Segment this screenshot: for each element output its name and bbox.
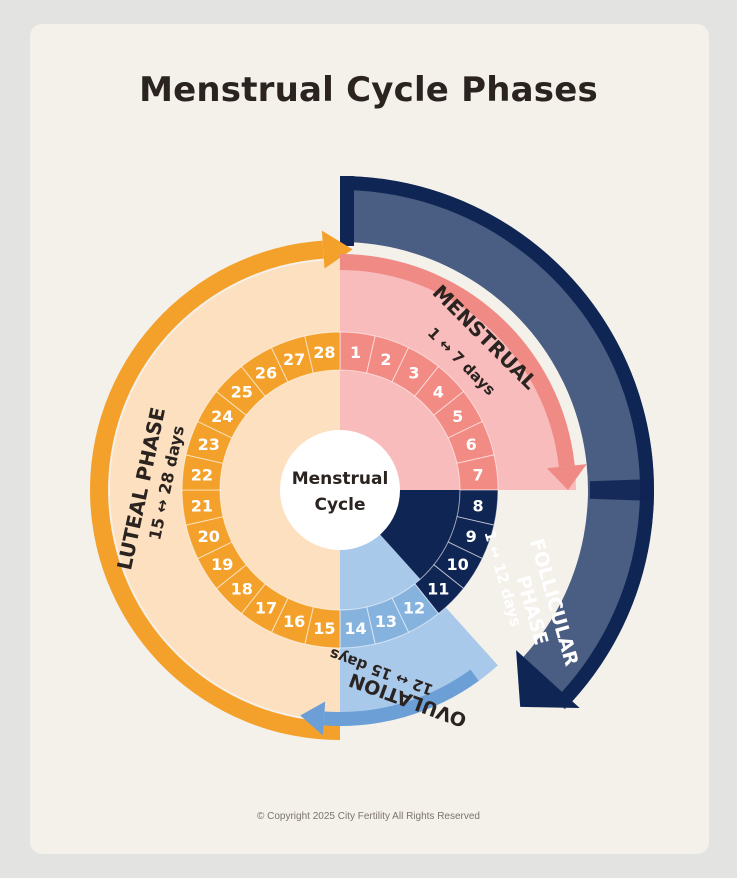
day-label: 7 — [473, 465, 484, 484]
day-label: 20 — [198, 527, 220, 546]
day-label: 12 — [403, 599, 425, 618]
day-label: 19 — [211, 555, 233, 574]
center-label-line-1: Menstrual — [292, 469, 389, 489]
day-label: 2 — [380, 350, 391, 369]
copyright-text: © Copyright 2025 City Fertility All Righ… — [256, 811, 480, 822]
day-label: 11 — [427, 579, 449, 598]
day-label: 15 — [313, 619, 335, 638]
center-circle — [280, 430, 400, 550]
day-label: 10 — [447, 555, 469, 574]
day-label: 23 — [198, 435, 220, 454]
day-label: 14 — [344, 619, 366, 638]
day-segment — [304, 331, 341, 374]
day-label: 27 — [283, 350, 305, 369]
day-label: 13 — [375, 612, 397, 631]
ovulation-arrow — [300, 701, 326, 736]
follicular-divider — [589, 479, 653, 501]
day-label: 18 — [231, 579, 253, 598]
day-label: 4 — [433, 383, 444, 402]
day-label: 5 — [452, 407, 463, 426]
day-label: 24 — [211, 407, 233, 426]
luteal-arrow — [321, 230, 353, 269]
day-label: 25 — [231, 383, 253, 402]
follicular-phase-band — [340, 176, 655, 710]
day-label: 22 — [191, 465, 213, 484]
day-label: 1 — [350, 343, 361, 362]
day-label: 21 — [191, 497, 213, 516]
day-label: 3 — [408, 363, 419, 382]
follicular-arrow — [516, 650, 580, 708]
menstrual-arrow — [546, 464, 587, 490]
follicular-start — [340, 176, 354, 246]
menstrual-phase-area — [340, 254, 576, 490]
day-label: 17 — [255, 599, 277, 618]
day-label: 9 — [466, 527, 477, 546]
menstrual-phase-band — [340, 254, 575, 467]
day-label: 6 — [466, 435, 477, 454]
page-title: Menstrual Cycle Phases — [139, 70, 598, 110]
day-label: 16 — [283, 612, 305, 631]
center-label-line-2: Cycle — [315, 495, 366, 515]
day-label: 8 — [473, 497, 484, 516]
day-label: 26 — [255, 363, 277, 382]
ovulation-phase-band — [323, 669, 479, 727]
day-label: 28 — [313, 343, 335, 362]
